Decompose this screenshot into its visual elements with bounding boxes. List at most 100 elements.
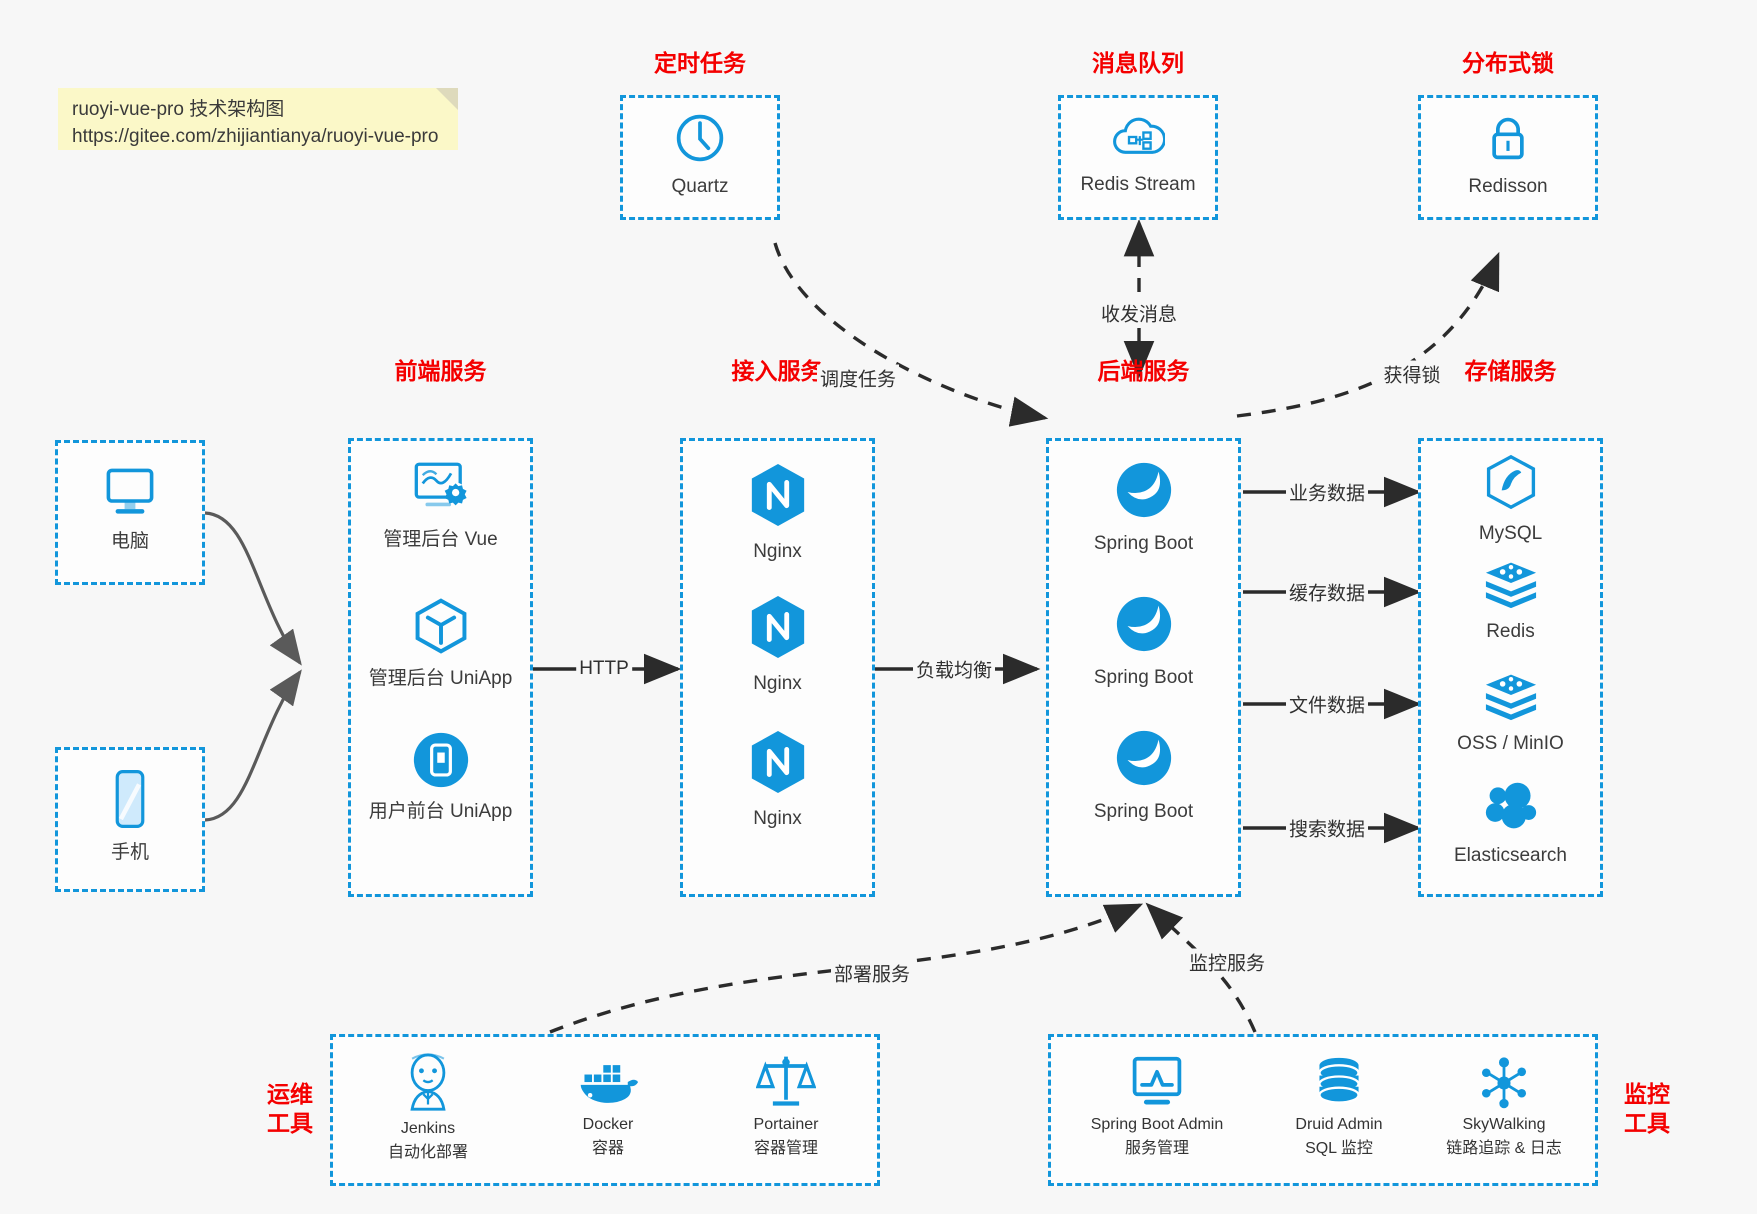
node-jenkins[interactable]: Jenkins 自动化部署 [343, 1051, 513, 1162]
node-user-uniapp[interactable]: 用户前台 UniApp [351, 731, 530, 824]
node-redis-label: Redis [1486, 621, 1535, 642]
monitor-chart-icon [1128, 1055, 1186, 1116]
elasticsearch-icon [1482, 779, 1540, 838]
note-fold-corner [436, 88, 458, 110]
node-admin-uniapp-label: 管理后台 UniApp [368, 668, 513, 689]
group-frontend[interactable]: 管理后台 Vue 管理后台 UniApp 用户前台 UniApp [348, 438, 533, 897]
node-druid-admin-label: Druid Admin [1295, 1116, 1383, 1133]
node-redis[interactable]: Redis [1421, 557, 1600, 644]
group-monitoring-tools[interactable]: Spring Boot Admin 服务管理 Druid Admin SQL 监… [1048, 1034, 1598, 1186]
docker-whale-icon [576, 1055, 640, 1116]
node-docker-sublabel: 容器 [591, 1140, 624, 1157]
node-elasticsearch[interactable]: Elasticsearch [1421, 779, 1600, 868]
node-skywalking-label: SkyWalking [1462, 1116, 1546, 1133]
node-redisson[interactable]: Redisson [1421, 112, 1595, 199]
node-oss-minio-label: OSS / MinIO [1457, 733, 1564, 754]
group-title-gateway: 接入服务 [731, 358, 824, 384]
group-title-scheduled-task: 定时任务 [654, 50, 746, 76]
node-spring-boot-2-label: Spring Boot [1093, 667, 1194, 688]
node-nginx-2-label: Nginx [753, 673, 802, 694]
dashboard-gear-icon [409, 459, 473, 522]
group-title-devops: 运维 工具 [255, 1080, 325, 1138]
node-admin-vue-label: 管理后台 Vue [383, 529, 498, 550]
cloud-stream-icon [1111, 112, 1167, 167]
desktop-monitor-icon [101, 465, 159, 524]
edge-label-search-data: 搜索数据 [1285, 814, 1369, 842]
group-client-phone[interactable]: 手机 [55, 747, 205, 892]
node-jenkins-sublabel: 自动化部署 [387, 1144, 468, 1161]
node-portainer-label: Portainer [753, 1116, 819, 1133]
sticky-note: ruoyi-vue-pro 技术架构图 https://gitee.com/zh… [58, 88, 458, 150]
node-admin-uniapp[interactable]: 管理后台 UniApp [351, 596, 530, 691]
group-client-computer[interactable]: 电脑 [55, 440, 205, 585]
redis-stack-icon [1482, 557, 1540, 614]
group-title-distributed-lock: 分布式锁 [1462, 50, 1554, 76]
note-line-title: ruoyi-vue-pro 技术架构图 [72, 99, 285, 120]
node-docker-label: Docker [582, 1116, 634, 1133]
group-title-devops-line1: 运维 [267, 1081, 313, 1107]
node-nginx-3-label: Nginx [753, 808, 802, 829]
node-jenkins-label: Jenkins [400, 1120, 456, 1137]
group-message-queue[interactable]: Redis Stream [1058, 95, 1218, 220]
network-nodes-icon [1476, 1055, 1532, 1116]
group-devops-tools[interactable]: Jenkins 自动化部署 Docker 容器 [330, 1034, 880, 1186]
node-skywalking[interactable]: SkyWalking 链路追踪 & 日志 [1409, 1055, 1599, 1158]
node-phone-label: 手机 [110, 842, 149, 863]
edge-label-file-data: 文件数据 [1285, 690, 1369, 718]
node-mysql[interactable]: MySQL [1421, 453, 1600, 546]
group-distributed-lock[interactable]: Redisson [1418, 95, 1598, 220]
node-quartz-label: Quartz [671, 176, 729, 197]
node-druid-admin[interactable]: Druid Admin SQL 监控 [1249, 1055, 1429, 1158]
group-title-monitoring-line1: 监控 [1624, 1081, 1670, 1107]
spring-boot-icon [1113, 593, 1175, 660]
group-title-frontend: 前端服务 [394, 358, 487, 384]
spring-boot-icon [1113, 459, 1175, 526]
node-redis-stream-label: Redis Stream [1080, 174, 1196, 195]
node-phone[interactable]: 手机 [58, 768, 202, 865]
edge-label-deploy-service: 部署服务 [830, 959, 914, 987]
node-docker[interactable]: Docker 容器 [523, 1055, 693, 1158]
group-gateway[interactable]: Nginx Nginx Nginx [680, 438, 875, 897]
group-title-devops-line2: 工具 [267, 1109, 313, 1136]
node-elasticsearch-label: Elasticsearch [1454, 845, 1567, 866]
group-backend[interactable]: Spring Boot Spring Boot Spring Boot [1046, 438, 1241, 897]
edge-label-cache-data: 缓存数据 [1285, 578, 1369, 606]
node-spring-boot-admin-sublabel: 服务管理 [1124, 1140, 1189, 1157]
node-nginx-1[interactable]: Nginx [683, 461, 872, 564]
edge-label-http: HTTP [576, 658, 632, 680]
node-redis-stream[interactable]: Redis Stream [1061, 112, 1215, 197]
node-redisson-label: Redisson [1468, 176, 1548, 197]
node-quartz[interactable]: Quartz [623, 112, 777, 199]
node-spring-boot-1[interactable]: Spring Boot [1049, 459, 1238, 556]
object-storage-icon [1482, 669, 1540, 726]
node-nginx-3[interactable]: Nginx [683, 728, 872, 831]
node-oss-minio[interactable]: OSS / MinIO [1421, 669, 1600, 756]
node-spring-boot-3[interactable]: Spring Boot [1049, 727, 1238, 824]
group-title-message-queue: 消息队列 [1092, 50, 1184, 76]
edge-label-acquire-lock: 获得锁 [1380, 360, 1444, 388]
node-admin-vue[interactable]: 管理后台 Vue [351, 459, 530, 552]
scales-balance-icon [755, 1051, 817, 1116]
group-title-monitoring: 监控 工具 [1612, 1080, 1682, 1138]
clock-icon [674, 112, 726, 169]
node-computer[interactable]: 电脑 [58, 465, 202, 554]
cube-icon [411, 596, 471, 661]
node-druid-admin-sublabel: SQL 监控 [1305, 1140, 1373, 1157]
edge-label-schedule-task: 调度任务 [816, 364, 900, 392]
node-spring-boot-2[interactable]: Spring Boot [1049, 593, 1238, 690]
node-portainer-sublabel: 容器管理 [753, 1140, 818, 1157]
node-spring-boot-admin[interactable]: Spring Boot Admin 服务管理 [1057, 1055, 1257, 1158]
group-storage[interactable]: MySQL Redis [1418, 438, 1603, 897]
mobile-app-icon [412, 731, 470, 794]
edge-label-monitor-service: 监控服务 [1185, 948, 1269, 976]
note-line-url: https://gitee.com/zhijiantianya/ruoyi-vu… [72, 125, 439, 147]
mysql-dolphin-icon [1483, 453, 1539, 516]
node-nginx-2[interactable]: Nginx [683, 593, 872, 696]
group-title-monitoring-line2: 工具 [1624, 1109, 1670, 1136]
node-spring-boot-admin-label: Spring Boot Admin [1090, 1116, 1224, 1133]
group-scheduled-task[interactable]: Quartz [620, 95, 780, 220]
node-portainer[interactable]: Portainer 容器管理 [701, 1051, 871, 1158]
node-mysql-label: MySQL [1478, 523, 1543, 544]
padlock-icon [1484, 112, 1532, 169]
